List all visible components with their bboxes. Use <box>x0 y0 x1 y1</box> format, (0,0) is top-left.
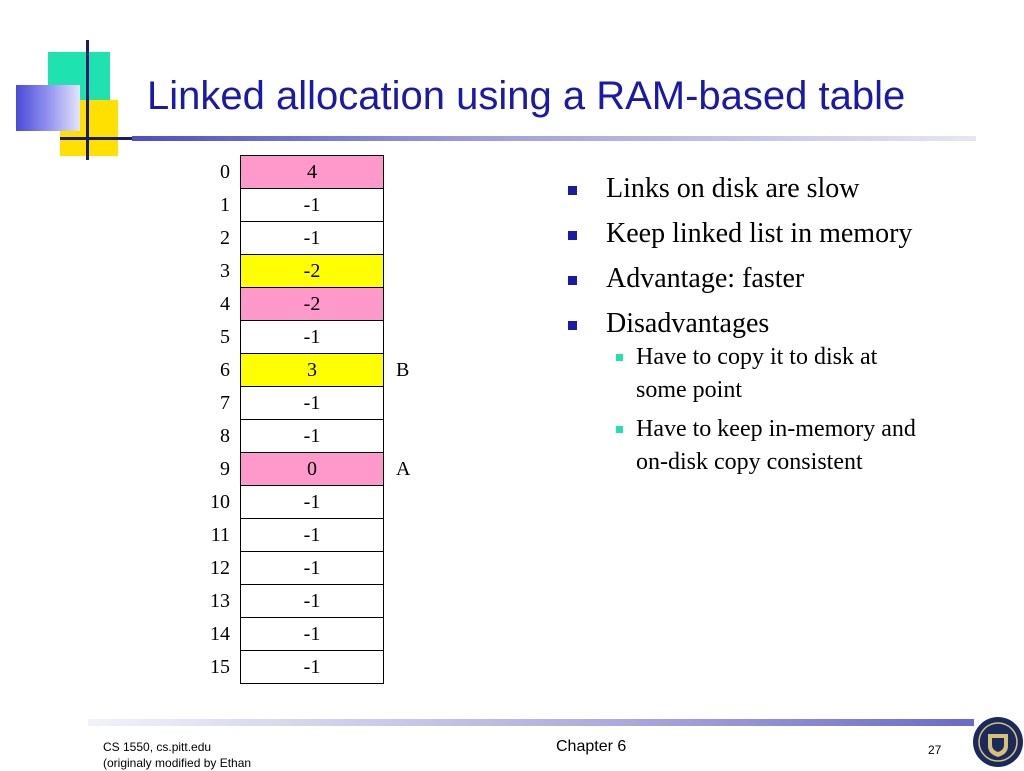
square-sub-bullet-icon <box>616 426 623 433</box>
file-start-label <box>384 321 447 354</box>
block-pointer: -1 <box>240 518 384 552</box>
block-index: 0 <box>220 160 230 183</box>
block-index: 11 <box>210 523 230 546</box>
block-index: 6 <box>220 358 230 381</box>
file-start-label <box>384 189 447 222</box>
block-index: 3 <box>220 259 230 282</box>
bullet-item: Keep linked list in memory <box>568 217 998 251</box>
block-pointer: -1 <box>240 221 384 255</box>
file-start-label <box>384 288 447 321</box>
table-row: 2 -1 <box>180 221 447 255</box>
sub-bullet-text-line2: some point <box>636 377 742 403</box>
table-row: 14 -1 <box>180 617 447 651</box>
block-index: 15 <box>210 655 230 678</box>
sub-bullet-text-line1: Have to keep in-memory and <box>636 416 916 442</box>
block-pointer: -1 <box>240 188 384 222</box>
file-start-label <box>384 585 447 618</box>
block-pointer: -2 <box>240 287 384 321</box>
file-start-label <box>384 651 447 684</box>
file-start-label: B <box>396 358 410 381</box>
block-index: 12 <box>210 556 230 579</box>
block-index: 4 <box>220 292 230 315</box>
table-row: 1 -1 <box>180 188 447 222</box>
block-index: 10 <box>210 490 230 513</box>
square-bullet-icon <box>568 321 577 330</box>
table-row: 15 -1 <box>180 650 447 684</box>
file-start-label <box>384 156 447 189</box>
bullet-text: Links on disk are slow <box>606 173 860 204</box>
table-row: 12 -1 <box>180 551 447 585</box>
block-pointer: -1 <box>240 617 384 651</box>
bullet-item: Advantage: faster <box>568 262 998 296</box>
bullet-text: Advantage: faster <box>606 263 805 294</box>
file-start-label <box>384 552 447 585</box>
block-index: 5 <box>220 325 230 348</box>
file-start-label <box>384 255 447 288</box>
footer-course: CS 1550, cs.pitt.edu <box>103 740 212 754</box>
bullet-item: Disadvantages Have to copy it to disk at… <box>568 307 998 479</box>
table-row: 5 -1 <box>180 320 447 354</box>
block-index: 1 <box>220 193 230 216</box>
file-start-label: A <box>396 457 411 480</box>
slide-title: Linked allocation using a RAM-based tabl… <box>147 74 906 118</box>
block-index: 9 <box>220 457 230 480</box>
file-start-label <box>384 420 447 453</box>
block-pointer: -1 <box>240 419 384 453</box>
block-index: 13 <box>210 589 230 612</box>
sub-bullet-item: Have to keep in-memory and on-disk copy … <box>606 413 998 479</box>
block-index: 2 <box>220 226 230 249</box>
block-pointer: -2 <box>240 254 384 288</box>
table-row: 4 -2 <box>180 287 447 321</box>
footer-credit: (originaly modified by Ethan <box>103 756 252 770</box>
footer-credits: CS 1550, cs.pitt.edu (originaly modified… <box>103 739 251 771</box>
block-pointer: -1 <box>240 650 384 684</box>
file-start-label <box>384 618 447 651</box>
table-row: 11 -1 <box>180 518 447 552</box>
square-bullet-icon <box>568 231 577 240</box>
file-start-label <box>384 222 447 255</box>
table-row: 7 -1 <box>180 386 447 420</box>
block-index: 8 <box>220 424 230 447</box>
file-start-label <box>384 519 447 552</box>
block-pointer: -1 <box>240 485 384 519</box>
square-sub-bullet-icon <box>616 354 623 361</box>
block-pointer: -1 <box>240 551 384 585</box>
block-pointer: 4 <box>240 155 384 189</box>
block-pointer: 0 <box>240 452 384 486</box>
square-bullet-icon <box>568 276 577 285</box>
bullet-item: Links on disk are slow <box>568 172 998 206</box>
block-index: 7 <box>220 391 230 414</box>
title-divider <box>132 136 976 141</box>
block-pointer: 3 <box>240 353 384 387</box>
block-pointer: -1 <box>240 584 384 618</box>
sub-bullet-list: Have to copy it to disk at some point Ha… <box>606 341 998 479</box>
logo-horizontal-line <box>60 137 132 140</box>
file-start-label <box>384 486 447 519</box>
square-bullet-icon <box>568 186 577 195</box>
bullet-text: Keep linked list in memory <box>606 218 913 249</box>
university-seal-icon <box>973 717 1023 767</box>
logo-vertical-line <box>86 40 89 160</box>
table-row: 8 -1 <box>180 419 447 453</box>
sub-bullet-text-line1: Have to copy it to disk at <box>636 344 878 370</box>
logo-square-blue <box>16 85 80 131</box>
block-index: 14 <box>210 622 230 645</box>
table-row: 10 -1 <box>180 485 447 519</box>
bullet-text: Disadvantages <box>606 308 770 339</box>
footer-chapter: Chapter 6 <box>556 738 627 755</box>
sub-bullet-text-line2: on-disk copy consistent <box>636 449 863 475</box>
bullet-list: Links on disk are slow Keep linked list … <box>568 172 998 490</box>
footer-divider <box>88 719 974 726</box>
page-number: 27 <box>928 743 942 757</box>
file-start-label <box>384 387 447 420</box>
block-pointer: -1 <box>240 386 384 420</box>
block-pointer: -1 <box>240 320 384 354</box>
table-row: 13 -1 <box>180 584 447 618</box>
table-row: 3 -2 <box>180 254 447 288</box>
sub-bullet-item: Have to copy it to disk at some point <box>606 341 998 407</box>
